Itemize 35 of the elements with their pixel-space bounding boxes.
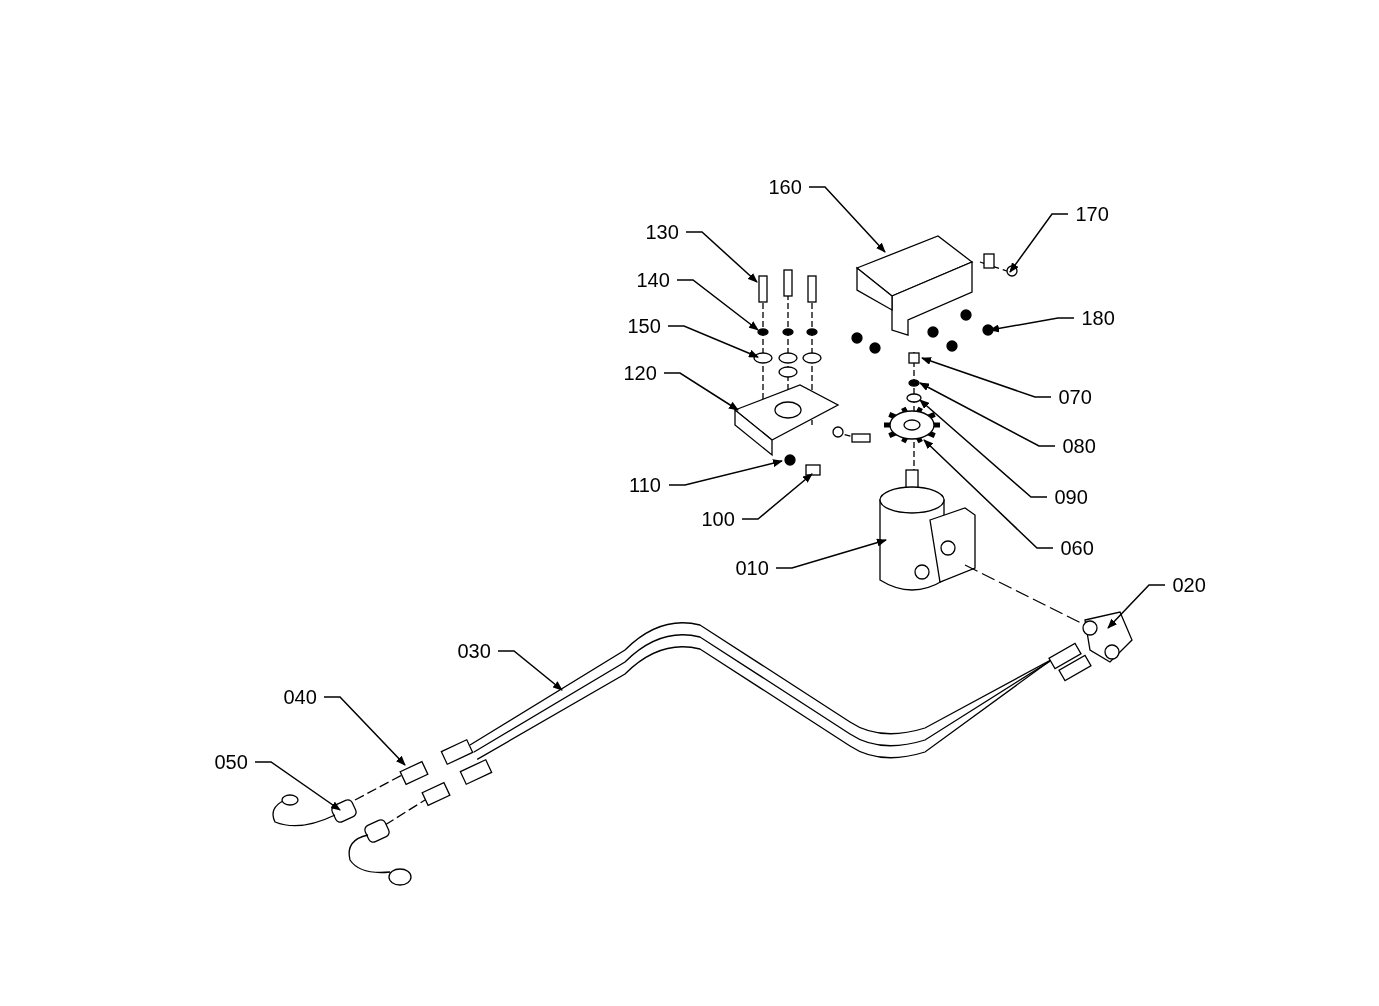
leader-line — [1009, 213, 1069, 273]
callout-number: 080 — [1062, 435, 1096, 457]
callout-number: 100 — [701, 508, 735, 530]
callout-number: 130 — [645, 221, 679, 243]
leader-line — [676, 279, 759, 331]
callout-number: 140 — [636, 269, 670, 291]
leader-line — [919, 399, 1048, 498]
callout-number: 110 — [629, 474, 661, 496]
leader-line — [1107, 584, 1166, 629]
callout-number: 160 — [768, 176, 802, 198]
leader-line — [923, 439, 1054, 549]
callout-number: 060 — [1060, 537, 1094, 559]
leader-line — [741, 473, 813, 520]
callout-number: 180 — [1081, 307, 1115, 329]
leader-line — [663, 372, 739, 411]
callout-number: 170 — [1075, 203, 1109, 225]
leader-line — [323, 696, 406, 766]
leader-line — [921, 357, 1052, 398]
leader-line — [254, 761, 341, 811]
callout-number: 070 — [1058, 386, 1092, 408]
callout-number: 020 — [1172, 574, 1206, 596]
leader-line — [667, 325, 759, 358]
leader-line — [808, 186, 886, 253]
callout-number: 050 — [214, 751, 248, 773]
leader-line — [668, 459, 783, 486]
callout-number: 040 — [283, 686, 317, 708]
leader-line — [497, 650, 563, 691]
leader-line — [919, 382, 1056, 447]
callout-number: 150 — [627, 315, 661, 337]
callout-number: 090 — [1054, 486, 1088, 508]
leader-line — [685, 231, 758, 283]
callout-number: 030 — [457, 640, 491, 662]
callout-number: 010 — [735, 557, 769, 579]
callout-number: 120 — [623, 362, 657, 384]
leader-line — [775, 538, 887, 569]
